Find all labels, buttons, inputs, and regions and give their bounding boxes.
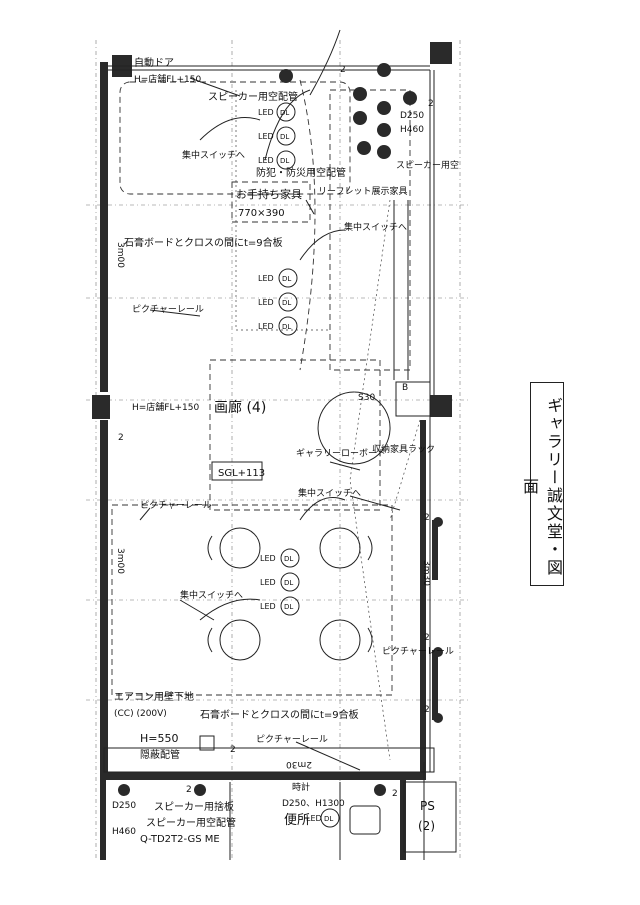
number-2: 2 (424, 513, 430, 523)
walls (92, 42, 452, 860)
aircon-label: エアコン用壁下地 (114, 690, 194, 703)
toilet-label: 便所 (284, 813, 310, 828)
own-furniture-size: 770×390 (238, 208, 285, 219)
central-switch-1: 集中スイッチへ (182, 149, 245, 161)
wiring-arcs (199, 29, 391, 621)
downlight (320, 808, 340, 828)
plywood-1: 石膏ボードとクロスの間にt=9合板 (124, 236, 283, 249)
downlight (280, 596, 300, 616)
leaflet-furniture: リーフレット展示家具 (318, 185, 407, 197)
number-2: 2 (340, 65, 346, 75)
speaker-board: スピーカー用捨板 (154, 800, 234, 813)
led-label: LED (260, 602, 276, 611)
ps-num: (2) (418, 819, 435, 833)
dim-3m00-bottom: 3m00 (115, 548, 125, 574)
d250-top: D250 (400, 111, 424, 121)
led-label: LED (258, 132, 274, 141)
h550-label: H=550 (140, 732, 178, 745)
led-label: LED (306, 814, 322, 823)
speaker-pipe-right: スピーカー用空 (396, 159, 459, 171)
drawing-title: ギャラリー誠文堂・図面 (520, 397, 563, 577)
dl-label: DL (284, 579, 293, 587)
labels: 自動ドア H=店舗FL+150 スピーカー用空配管 D250 H460 スピーカ… (112, 56, 459, 845)
led-label: LED (258, 298, 274, 307)
dl-label: DL (284, 603, 293, 611)
downlight (278, 292, 298, 312)
h460-bottom: H460 (112, 827, 136, 837)
number-2: 2 (186, 785, 192, 795)
central-switch-2: 集中スイッチへ (344, 221, 407, 233)
downlight (276, 102, 296, 122)
right-wall-detail (393, 200, 438, 720)
dim-3m00-top: 3m00 (115, 242, 125, 268)
led-downlights (276, 102, 340, 828)
leader-lines (139, 77, 401, 771)
downlight (278, 316, 298, 336)
code-label: Q-TD2T2-GS ME (140, 834, 220, 845)
picture-rail-4: ピクチャーレール (256, 734, 328, 745)
utility-block (199, 735, 457, 860)
plywood-2: 石膏ボードとクロスの間にt=9合板 (200, 708, 359, 721)
led-label: LED (258, 156, 274, 165)
downlight (280, 548, 300, 568)
number-2: 2 (392, 789, 398, 799)
number-2: 2 (118, 433, 124, 443)
downlight (276, 150, 296, 170)
speaker-pipe-bottom: スピーカー用空配管 (146, 816, 236, 829)
dl-label: DL (284, 555, 293, 563)
d250-h1300: D250、H1300 (282, 799, 345, 809)
dl-label: DL (280, 157, 289, 165)
downlight (280, 572, 300, 592)
led-label: LED (260, 578, 276, 587)
chairs (207, 461, 373, 661)
dim-3m30: 3m30 (421, 560, 431, 586)
number-2: 2 (424, 705, 430, 715)
ps-label: PS (420, 799, 435, 813)
auto-door-height: H=店舗FL+150 (134, 73, 201, 85)
sgl-label: SGL+113 (218, 468, 265, 479)
tokei-label: 時計 (292, 781, 310, 793)
hidden-pipe: 隠蔽配管 (140, 748, 180, 761)
auto-door-label: 自動ドア (134, 56, 174, 69)
dim-s30: S30 (358, 393, 375, 403)
central-switch-4: 集中スイッチへ (180, 589, 243, 601)
downlight (276, 126, 296, 146)
crime-pipe: 防犯・防災用空配管 (256, 166, 346, 179)
dl-label: DL (282, 275, 291, 283)
b-mark: B (402, 383, 408, 393)
picture-rail-1: ピクチャーレール (132, 304, 204, 315)
speaker-pipe-top: スピーカー用空配管 (208, 90, 298, 103)
led-label: LED (258, 108, 274, 117)
dim-2m30: 2m30 (286, 759, 312, 769)
h-floor-mid: H=店舗FL+150 (132, 401, 199, 413)
storage-shelf: 収納家具ラック (372, 443, 435, 455)
number-2: 2 (424, 633, 430, 643)
d250-bottom: D250 (112, 801, 136, 811)
led-label: LED (258, 322, 274, 331)
dl-label: DL (282, 323, 291, 331)
dl-label: DL (324, 815, 333, 823)
central-switch-3: 集中スイッチへ (298, 487, 361, 499)
speaker-markers (118, 63, 443, 796)
led-label: LED (260, 554, 276, 563)
downlight (278, 268, 298, 288)
dashed-outlines (111, 79, 421, 761)
dl-label: DL (282, 299, 291, 307)
number-2: 2 (230, 745, 236, 755)
title-label-box: ギャラリー誠文堂・図面 (520, 382, 564, 586)
dl-label: DL (280, 109, 289, 117)
dl-label: DL (280, 133, 289, 141)
h460-top: H460 (400, 125, 424, 135)
led-label: LED (258, 274, 274, 283)
gallery-label: 画廊 (4) (214, 399, 266, 416)
gallery-board: ギャラリーローボード (296, 448, 386, 459)
cc-label: (CC) (200V) (114, 709, 167, 719)
picture-rail-3: ピクチャーレール (382, 646, 454, 657)
own-furniture: お手持ち家具 (236, 187, 302, 201)
picture-rail-2: ピクチャーレール (140, 500, 212, 511)
grid-lines (86, 40, 470, 860)
number-2: 2 (428, 99, 434, 109)
own-furniture-box (231, 181, 311, 223)
